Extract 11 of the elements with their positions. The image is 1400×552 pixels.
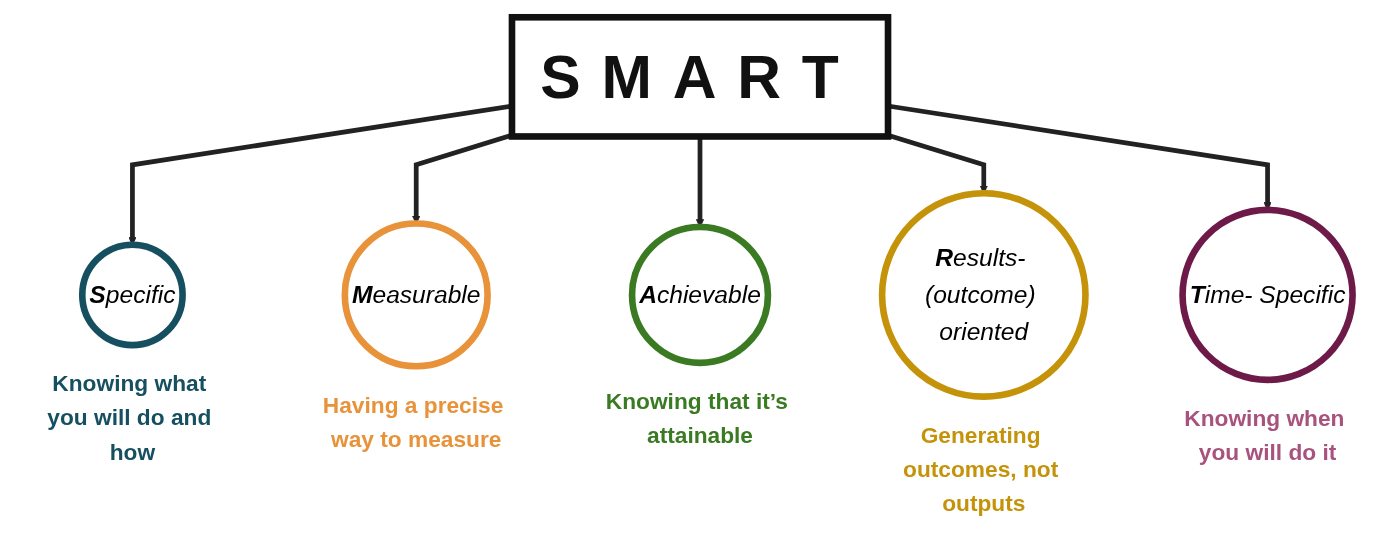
node-circle: Results- (outcome) oriented [878,189,1089,400]
node-circle: Measurable [341,220,491,370]
node-circle: Achievable [628,223,772,367]
node-circle: Time- Specific [1179,206,1356,384]
node-label: Knowing when you will do it [1184,405,1345,466]
node-label: Knowing that it’s attainable [605,388,788,448]
node-circle: Specific [78,241,186,349]
node-label: Knowing what you will do and how [47,370,212,465]
node-box: SMART [508,13,892,140]
node-label: Having a precise way to measure [322,391,504,452]
node-label: Generating outcomes, not outputs [903,422,1059,516]
